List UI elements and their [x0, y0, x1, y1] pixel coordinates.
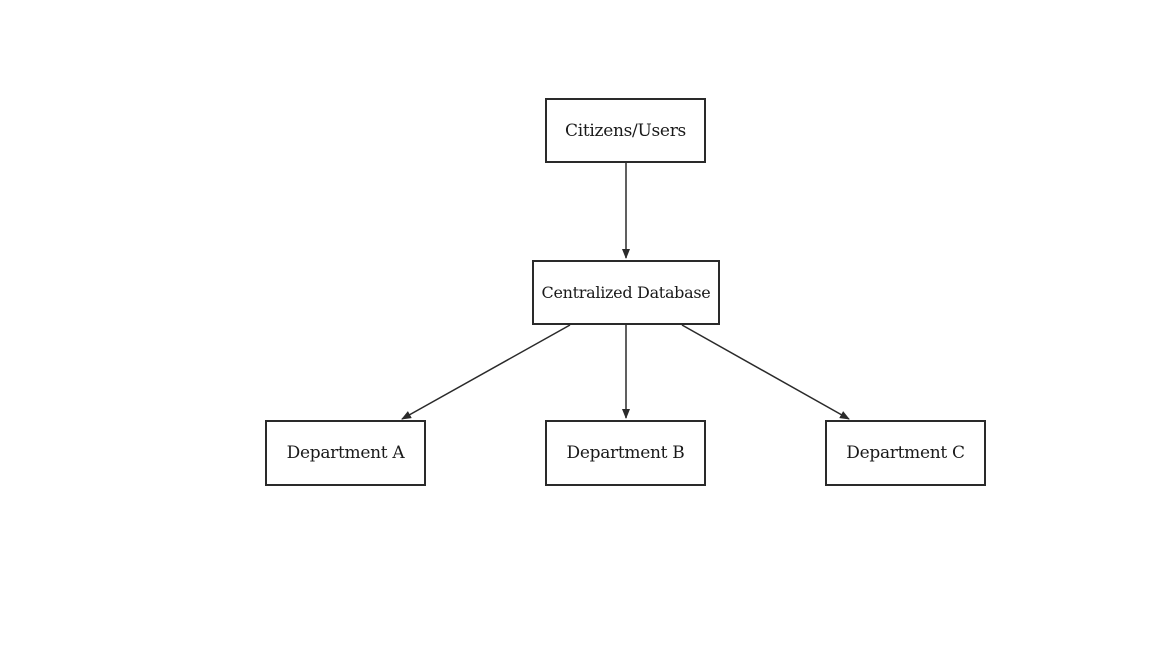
node-department-a: Department A [265, 420, 426, 486]
node-department-a-label: Department A [286, 443, 405, 463]
arrow-database-to-department-a [401, 324, 571, 420]
node-citizens-users-label: Citizens/Users [565, 120, 686, 141]
node-citizens-users: Citizens/Users [545, 98, 706, 163]
node-centralized-database: Centralized Database [532, 260, 720, 325]
node-centralized-database-label: Centralized Database [541, 283, 711, 302]
node-department-c: Department C [825, 420, 986, 486]
node-department-b: Department B [545, 420, 706, 486]
arrow-database-to-department-c [681, 324, 850, 420]
node-department-b-label: Department B [566, 443, 685, 463]
node-department-c-label: Department C [846, 443, 965, 463]
